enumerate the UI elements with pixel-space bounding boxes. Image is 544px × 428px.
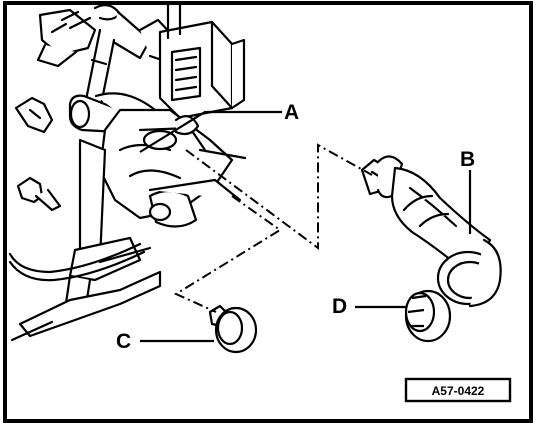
part-b-elbow-hose: [360, 155, 502, 308]
figure-id: A57-0422: [432, 384, 485, 398]
bolt-upper-left: [14, 96, 54, 134]
assembly-lines: [173, 143, 373, 313]
callout-c: C: [116, 330, 131, 353]
leader-lines: [139, 110, 472, 343]
figure-id-box: [404, 377, 512, 403]
callout-b: B: [460, 148, 475, 171]
callout-a: A: [284, 101, 299, 124]
callout-d: D: [332, 295, 347, 318]
engine-assembly: [8, 3, 247, 342]
bolt-lower-left: [16, 176, 62, 212]
part-d-cap: [404, 289, 452, 343]
